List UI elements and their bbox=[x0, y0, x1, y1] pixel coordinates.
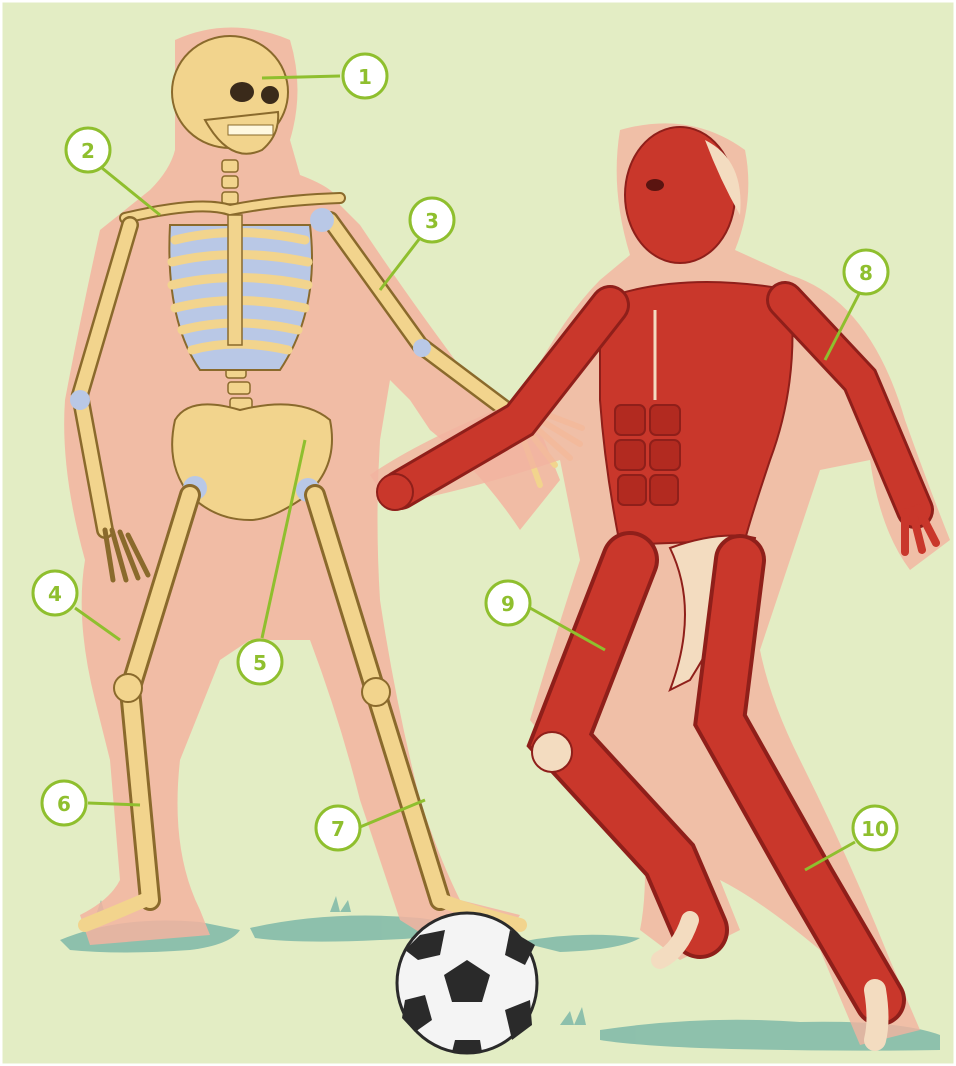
eye-socket-right bbox=[261, 86, 279, 104]
callout-5: 5 bbox=[238, 640, 282, 684]
eye-socket-left bbox=[230, 82, 254, 102]
muscle-head bbox=[625, 127, 735, 263]
callout-label: 7 bbox=[331, 817, 345, 841]
callout-label: 5 bbox=[253, 651, 267, 675]
callout-7: 7 bbox=[316, 806, 360, 850]
football-icon bbox=[397, 913, 537, 1053]
callout-4: 4 bbox=[33, 571, 77, 615]
ribcage bbox=[169, 215, 312, 370]
teeth bbox=[228, 125, 273, 135]
callout-9: 9 bbox=[486, 581, 530, 625]
callout-1: 1 bbox=[343, 54, 387, 98]
callout-8: 8 bbox=[844, 250, 888, 294]
callout-3: 3 bbox=[410, 198, 454, 242]
callout-label: 3 bbox=[425, 209, 439, 233]
callout-10: 10 bbox=[853, 806, 897, 850]
callout-label: 9 bbox=[501, 592, 515, 616]
callout-label: 4 bbox=[48, 582, 62, 606]
callout-label: 1 bbox=[358, 65, 372, 89]
callout-label: 8 bbox=[859, 261, 873, 285]
callout-6: 6 bbox=[42, 781, 86, 825]
callout-label: 6 bbox=[57, 792, 71, 816]
callout-label: 2 bbox=[81, 139, 95, 163]
callout-label: 10 bbox=[861, 817, 889, 841]
callout-2: 2 bbox=[66, 128, 110, 172]
